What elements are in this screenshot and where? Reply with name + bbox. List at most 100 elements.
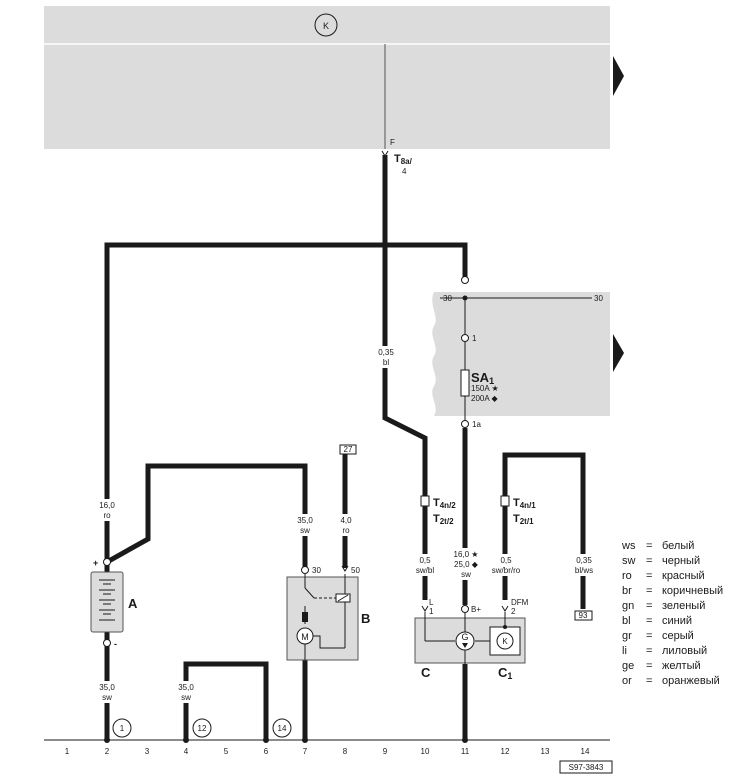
connector-t4n1-label: T4n/1 <box>513 497 536 510</box>
legend-equals: = <box>646 585 653 597</box>
generator-name: C <box>421 665 431 680</box>
wire-label-size: 16,0 <box>99 501 115 510</box>
legend-equals: = <box>646 555 653 567</box>
wire-label-color: ro <box>103 511 111 520</box>
control-unit-symbol-icon <box>314 13 338 37</box>
battery-plus-label: + <box>93 558 98 568</box>
legend-code: gr <box>622 630 632 642</box>
ground-point-12: 12 <box>198 724 207 733</box>
starter-terminal-30-label: 30 <box>312 566 321 575</box>
wire-label-color: sw <box>300 526 310 535</box>
track-number: 14 <box>581 747 590 756</box>
fuse-box <box>432 292 610 416</box>
legend-equals: = <box>646 540 653 552</box>
connector-t8a-label: T8a/ <box>394 153 413 166</box>
legend-name: оранжевый <box>662 675 720 687</box>
connector-t4n1-icon <box>500 495 510 507</box>
wire-label-size: 0,35 <box>576 556 592 565</box>
fuse-rating-1: 150A ★ <box>471 384 499 393</box>
track-number: 11 <box>461 747 470 756</box>
track-number: 4 <box>184 747 189 756</box>
legend-code: ge <box>622 660 635 672</box>
wire-label-color: ro <box>342 526 350 535</box>
legend-code: br <box>622 585 632 597</box>
battery-plus-terminal <box>103 558 111 566</box>
legend-row: ge = желтый <box>622 659 736 674</box>
legend-name: белый <box>662 540 695 552</box>
track-number: 2 <box>105 747 110 756</box>
legend-row: bl = синий <box>622 614 736 629</box>
starter <box>286 576 359 661</box>
fuse-pin-1 <box>461 334 469 342</box>
legend-equals: = <box>646 600 653 612</box>
track-number: 13 <box>541 747 550 756</box>
track-number: 12 <box>501 747 510 756</box>
track-number: 10 <box>421 747 430 756</box>
legend-row: ws=белый <box>622 539 736 554</box>
connector-t4n2-label: T4n/2 <box>433 497 456 510</box>
legend-equals: = <box>646 570 653 582</box>
legend-row: gr=серый <box>622 629 736 644</box>
track-number: 3 <box>145 747 150 756</box>
connector-t2t2-label: T2t/2 <box>433 513 454 526</box>
ground-point-12-icon <box>192 718 212 738</box>
battery-name: A <box>128 596 138 611</box>
wire-label-color: bl/ws <box>575 566 593 575</box>
wire-label-size: 0,5 <box>500 556 512 565</box>
generator-bplus-terminal <box>461 605 469 613</box>
track-number: 7 <box>303 747 308 756</box>
regulator-name: C1 <box>498 665 512 681</box>
legend-code: bl <box>622 615 631 627</box>
fuse-pin-1-label: 1 <box>472 334 477 343</box>
fuse-box-terminal-left: 30 <box>443 294 452 303</box>
legend-code: li <box>622 645 627 657</box>
fuse-rating-2: 200A ◆ <box>471 394 498 403</box>
legend-code: gn <box>622 600 635 612</box>
fuse-pin-1a <box>461 420 469 428</box>
control-unit-symbol-label: K <box>323 21 329 31</box>
legend-row: gn = зеленый <box>622 599 736 614</box>
regulator-icon <box>496 632 514 650</box>
legend-equals: = <box>646 660 653 672</box>
legend-code: sw <box>622 555 636 567</box>
color-legend: ws=белый sw=черный ro=красный br=коричне… <box>622 539 736 689</box>
legend-name: зеленый <box>662 600 706 612</box>
track-number: 8 <box>343 747 348 756</box>
legend-name: серый <box>662 630 694 642</box>
wire-label-size: 4,0 <box>340 516 352 525</box>
generator-dfm-label: DFM <box>511 598 529 607</box>
starter-terminal-50-label: 50 <box>351 566 360 575</box>
starter-ref-box <box>339 444 357 455</box>
wire-label-color: sw/bl <box>416 566 434 575</box>
ground-point-14: 14 <box>278 724 287 733</box>
wire-label-color: sw <box>102 693 112 702</box>
generator-dfm-num: 2 <box>511 607 516 616</box>
legend-equals: = <box>646 615 653 627</box>
wire-label-color: sw <box>181 693 191 702</box>
track-number: 5 <box>224 747 229 756</box>
connector-t4n2-icon <box>420 495 430 507</box>
legend-name: черный <box>662 555 701 567</box>
legend-code: ro <box>622 570 632 582</box>
generator-ref: 93 <box>579 611 588 620</box>
wire-label-size: 0,5 <box>419 556 431 565</box>
battery-minus-terminal <box>103 639 111 647</box>
generator-l-pin: L <box>429 598 434 607</box>
wire-label-size: 0,35 <box>378 348 394 357</box>
legend-equals: = <box>646 645 653 657</box>
fuse-name: SA1 <box>471 370 494 386</box>
generator-symbol: G <box>461 632 468 642</box>
legend-name: лиловый <box>662 645 708 657</box>
starter-terminal-30 <box>301 566 309 574</box>
ground-point-1: 1 <box>120 724 125 733</box>
legend-name: желтый <box>662 660 701 672</box>
top-control-unit <box>44 6 610 149</box>
track-number: 6 <box>264 747 269 756</box>
fuse-box-terminal-right: 30 <box>594 294 603 303</box>
legend-code: or <box>622 675 632 687</box>
battery-minus-label: - <box>114 639 117 649</box>
legend-name: синий <box>662 615 693 627</box>
connector-t8a-pin: 4 <box>402 167 407 176</box>
regulator-symbol: K <box>502 637 508 646</box>
